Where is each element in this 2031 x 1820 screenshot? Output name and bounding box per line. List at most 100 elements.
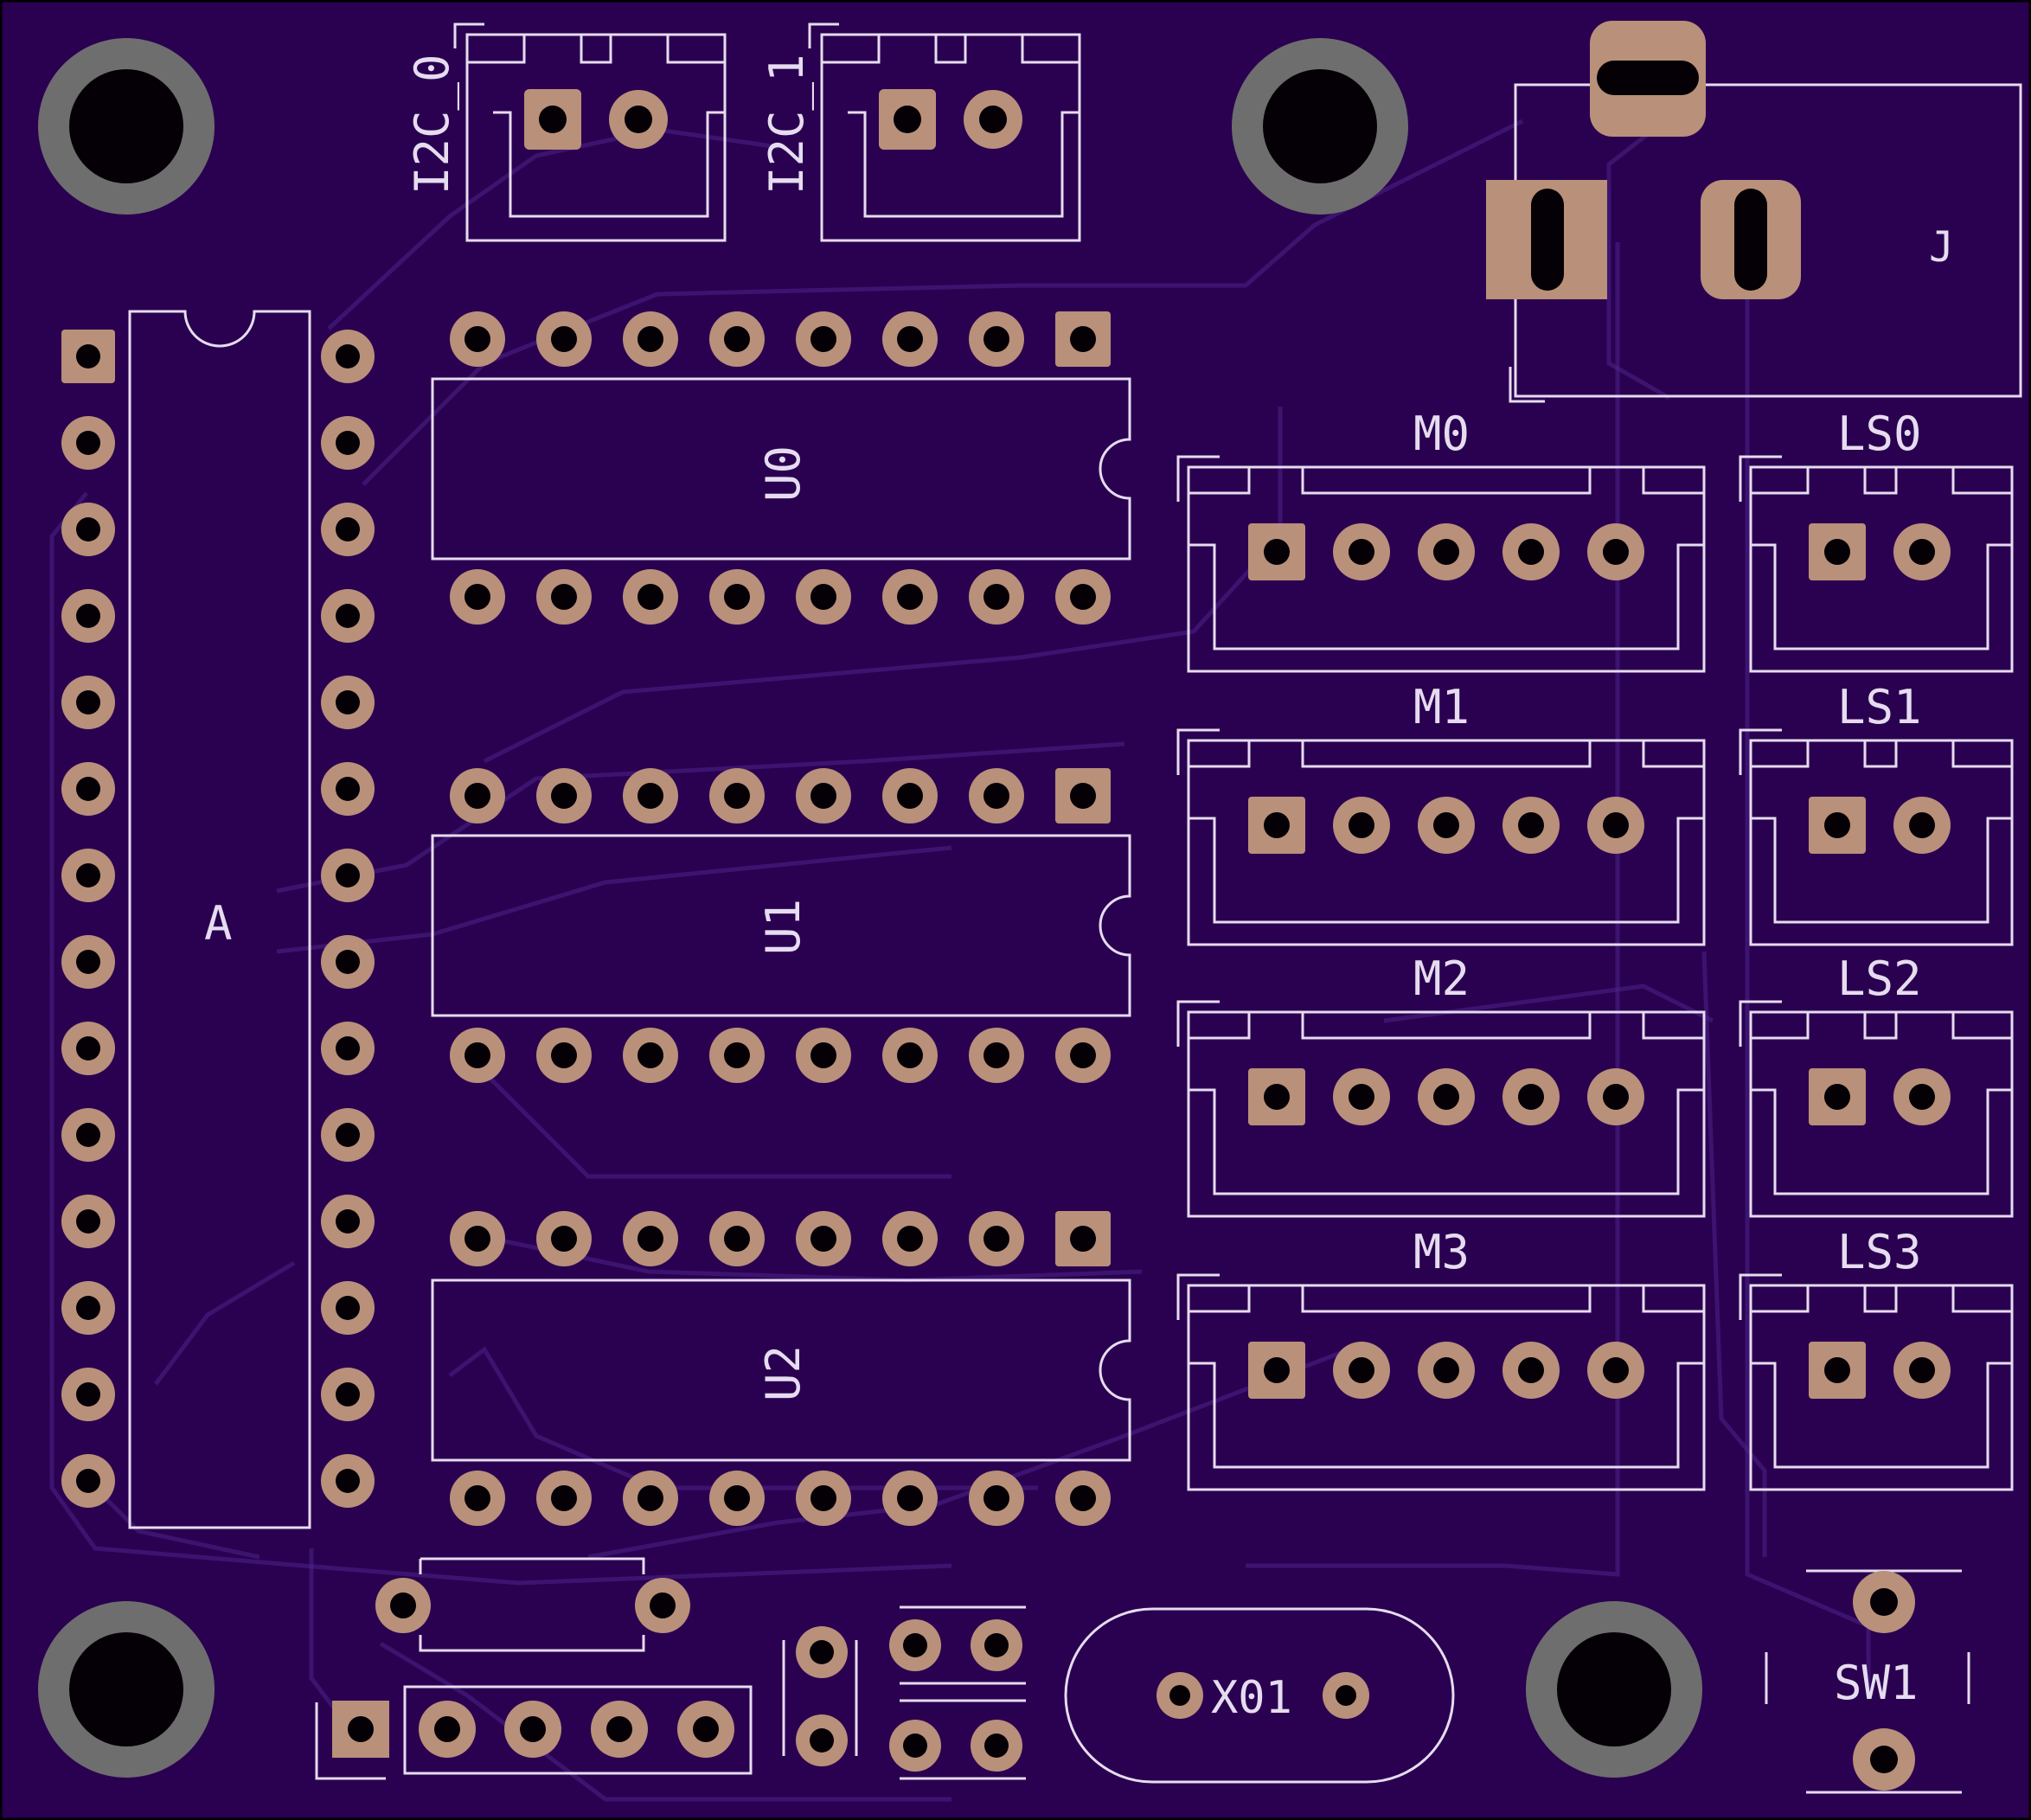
ic-pin	[709, 1028, 765, 1083]
arduino-pin	[321, 1195, 375, 1248]
motor-connector	[1176, 1273, 1706, 1491]
arduino-pin	[61, 416, 115, 470]
motor-pin	[1502, 1342, 1560, 1399]
arduino-pin	[61, 762, 115, 816]
ls-pin	[1893, 797, 1951, 854]
ic-pin	[969, 569, 1024, 625]
i2c-0-connector	[453, 22, 727, 242]
ic-pin	[450, 1028, 505, 1083]
ic-pin	[450, 768, 505, 823]
arduino-pin	[321, 676, 375, 729]
motor-pin	[1587, 1342, 1644, 1399]
ls-pin	[1809, 797, 1866, 854]
motor-pin	[1418, 523, 1475, 580]
arduino-pin	[321, 849, 375, 902]
ic-pin	[1055, 1211, 1111, 1266]
arduino-pin	[61, 1281, 115, 1335]
capacitor-vertical	[782, 1626, 858, 1766]
ic-u1	[431, 768, 1131, 1083]
ic-pin	[709, 311, 765, 367]
ls-pin	[1893, 523, 1951, 580]
ls1-label: LS1	[1837, 680, 1922, 734]
pin-header-5	[315, 1685, 753, 1780]
motor-pin	[1587, 523, 1644, 580]
motor-pin	[1333, 523, 1390, 580]
resistor-bottom	[375, 1557, 690, 1652]
ic-pin	[969, 311, 1024, 367]
ic-pin	[882, 569, 938, 625]
m0-label: M0	[1413, 407, 1470, 461]
arduino-pins-left	[61, 330, 115, 1508]
ic-pin	[1055, 1028, 1111, 1083]
ic-pin	[450, 1211, 505, 1266]
u0-label: U0	[756, 445, 810, 502]
ic-pin	[536, 1028, 592, 1083]
m2-label: M2	[1413, 952, 1470, 1006]
motor-connector	[1176, 455, 1706, 673]
dc-jack	[1486, 21, 2022, 403]
ls0-label: LS0	[1837, 407, 1922, 461]
ls-pin	[1809, 1068, 1866, 1125]
ic-pin	[450, 311, 505, 367]
arduino-pin	[61, 935, 115, 989]
ic-pin	[536, 569, 592, 625]
arduino-pin	[321, 1368, 375, 1421]
arduino-pin	[61, 1454, 115, 1508]
arduino-pin	[61, 1195, 115, 1248]
ls-pin	[1893, 1068, 1951, 1125]
motor-pin	[1248, 523, 1305, 580]
ic-pin	[536, 1211, 592, 1266]
ls3-label: LS3	[1837, 1225, 1922, 1279]
arduino-pin	[61, 589, 115, 643]
motor-connectors	[1176, 455, 1706, 1491]
sw1-label: SW1	[1834, 1656, 1919, 1710]
ic-pin	[1055, 1471, 1111, 1526]
ic-u2	[431, 1211, 1131, 1526]
u2-label: U2	[756, 1345, 810, 1401]
ic-pin	[796, 569, 851, 625]
motor-pin	[1587, 797, 1644, 854]
motor-pin	[1418, 1342, 1475, 1399]
arduino-pin	[321, 935, 375, 989]
ic-pin	[796, 1471, 851, 1526]
ls-connector	[1739, 728, 2014, 946]
ic-pin	[882, 768, 938, 823]
ic-pin	[969, 1471, 1024, 1526]
ic-pin	[1055, 569, 1111, 625]
ic-pin	[623, 1471, 678, 1526]
ic-pin	[796, 311, 851, 367]
m1-label: M1	[1413, 680, 1470, 734]
ls-pin	[1893, 1342, 1951, 1399]
arduino-pin	[321, 1108, 375, 1162]
arduino-pin	[321, 503, 375, 556]
motor-pin	[1418, 1068, 1475, 1125]
ic-pin	[796, 1211, 851, 1266]
arduino-pin	[321, 330, 375, 383]
ic-pin	[623, 569, 678, 625]
capacitor-pair	[889, 1605, 1026, 1780]
arduino-pin	[61, 503, 115, 556]
motor-pin	[1502, 523, 1560, 580]
i2c-1-connector	[808, 22, 1081, 242]
ls2-label: LS2	[1837, 952, 1922, 1006]
arduino-pin	[61, 676, 115, 729]
ls-pin	[1809, 523, 1866, 580]
ic-pin	[450, 569, 505, 625]
motor-pin	[1418, 797, 1475, 854]
ic-pin	[882, 311, 938, 367]
arduino-pin	[61, 330, 115, 383]
arduino-pin	[61, 849, 115, 902]
ic-pin	[969, 1028, 1024, 1083]
crystal-x01	[1064, 1607, 1455, 1784]
ic-pin	[969, 768, 1024, 823]
ic-pin	[882, 1471, 938, 1526]
ic-pin	[796, 1028, 851, 1083]
i2c-0-label: I2C_0	[405, 54, 459, 195]
motor-pin	[1333, 1342, 1390, 1399]
ic-pin	[882, 1028, 938, 1083]
motor-pin	[1502, 1068, 1560, 1125]
ic-pin	[536, 768, 592, 823]
ic-pin	[1055, 768, 1111, 823]
arduino-pins-right	[321, 330, 375, 1508]
ic-pin	[536, 311, 592, 367]
